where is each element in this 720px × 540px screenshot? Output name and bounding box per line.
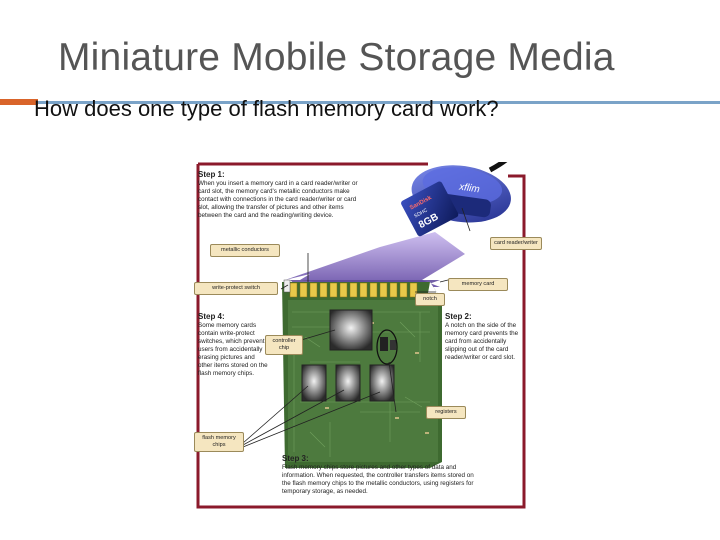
- subtitle-accent-bar: [0, 99, 38, 105]
- reader-brand: xflim: [457, 181, 480, 195]
- callout-controller-chip: controller chip: [265, 335, 303, 355]
- usb-cable: [488, 162, 508, 173]
- figure-frame: [196, 162, 526, 509]
- flash-chip-1: [301, 364, 327, 402]
- callout-flash-memory-chips: flash memory chips: [194, 432, 244, 452]
- flash-chip-3: [369, 364, 395, 402]
- callout-metallic-conductors: metallic conductors: [210, 244, 280, 257]
- step3-text: Flash memory chips store pictures and ot…: [282, 464, 474, 495]
- registers-circle: [376, 329, 398, 365]
- callout-registers: registers: [426, 406, 466, 419]
- slide-title: Miniature Mobile Storage Media: [58, 36, 615, 79]
- metallic-contacts: [289, 282, 418, 298]
- subtitle-divider: [0, 99, 720, 123]
- step1-title: Step 1:: [198, 170, 225, 179]
- step1-text: When you insert a memory card in a card …: [198, 180, 358, 219]
- controller-chip: [329, 309, 373, 351]
- step3-caption: Step 3: Flash memory chips store picture…: [282, 454, 482, 496]
- flash-memory-figure: xflim SanDisk SDHC 8GB: [190, 162, 542, 510]
- step4-text: Some memory cards contain write-protect …: [198, 322, 268, 377]
- callout-card-reader-writer: card reader/writer: [490, 237, 542, 250]
- leader-lines: [242, 207, 471, 448]
- flash-chip-2: [335, 364, 361, 402]
- step1-caption: Step 1: When you insert a memory card in…: [198, 170, 368, 220]
- callout-memory-card: memory card: [448, 278, 508, 291]
- circuit-traces: [292, 311, 430, 457]
- insertion-beam: [285, 232, 465, 287]
- callout-write-protect-switch: write-protect switch: [194, 282, 278, 295]
- subtitle-rule: [38, 101, 720, 104]
- step3-title: Step 3:: [282, 454, 309, 463]
- sd-card: SanDisk SDHC 8GB: [401, 181, 459, 237]
- callout-notch: notch: [415, 293, 445, 306]
- figure-artwork: xflim SanDisk SDHC 8GB: [196, 162, 526, 509]
- step2-caption: Step 2: A notch on the side of the memor…: [445, 312, 519, 362]
- step4-title: Step 4:: [198, 312, 225, 321]
- step4-caption: Step 4: Some memory cards contain write-…: [198, 312, 268, 378]
- step2-text: A notch on the side of the memory card p…: [445, 322, 519, 361]
- step2-title: Step 2:: [445, 312, 472, 321]
- slide-subtitle: How does one type of flash memory card w…: [34, 96, 499, 121]
